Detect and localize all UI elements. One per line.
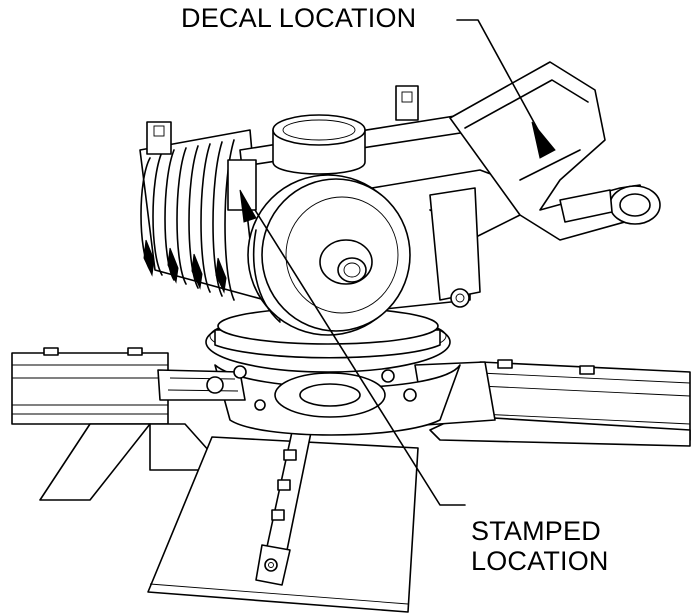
leader-lines: [254, 19, 549, 506]
right-arm: [414, 359, 691, 447]
stamped-location-label-line1: STAMPED: [471, 516, 601, 546]
swing-arm: [449, 61, 661, 241]
front-blade: [147, 394, 419, 613]
drive-pulley: [239, 174, 411, 336]
stamped-location-label-line2: LOCATION: [471, 546, 609, 576]
decal-location-label: DECAL LOCATION: [181, 3, 417, 33]
central-hub: [157, 364, 461, 436]
left-arm: [11, 347, 211, 501]
